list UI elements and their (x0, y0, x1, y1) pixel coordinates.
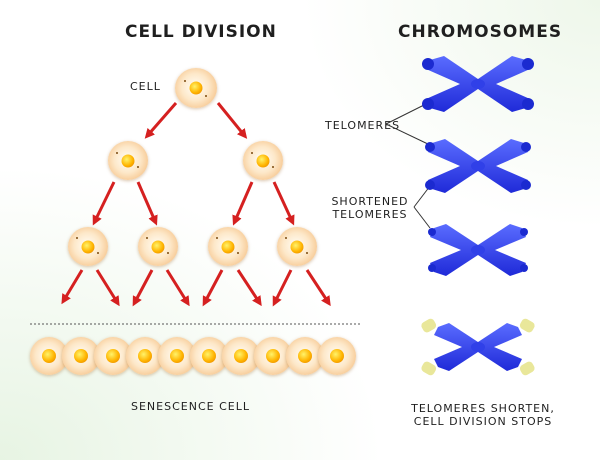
shortened-telomeres-label: Shortened Telomeres (325, 195, 415, 221)
daughter-cell-right (243, 141, 283, 180)
telomere-leader-lines (385, 101, 431, 229)
chromosome-shortened (428, 224, 528, 276)
senescence-cell (94, 337, 132, 375)
senescence-cell (318, 337, 356, 375)
cell-division-title: Cell Division (125, 22, 277, 42)
senescence-cell (62, 337, 100, 375)
division-arrow (61, 269, 84, 305)
division-arrow (144, 102, 178, 139)
chromosome-critical (421, 318, 535, 376)
shortened-label-line1: Shortened (331, 195, 409, 208)
division-arrow (165, 269, 190, 307)
division-arrow (132, 269, 154, 307)
granddaughter-cell (138, 227, 178, 266)
parent-cell (175, 68, 217, 108)
chromosome-normal (422, 56, 534, 112)
division-arrow (272, 269, 293, 307)
division-arrow (92, 181, 116, 226)
chromosomes-title: Chromosomes (398, 22, 563, 42)
division-arrow (95, 269, 120, 307)
senescence-cell (286, 337, 324, 375)
division-arrow (202, 269, 224, 307)
senescence-cell (158, 337, 196, 375)
cell-label: Cell (130, 80, 161, 93)
senescence-cell (30, 337, 68, 375)
senescence-cell (222, 337, 260, 375)
senescence-cell (190, 337, 228, 375)
chromosome-shortening (425, 139, 531, 193)
division-arrows (61, 102, 331, 307)
telomere-caption: Telomeres shorten, cell division stops (398, 402, 568, 428)
daughter-cell-left (108, 141, 148, 180)
division-arrow (136, 181, 158, 226)
granddaughter-cell (68, 227, 108, 266)
division-arrow (216, 102, 248, 139)
division-arrow (236, 269, 262, 307)
caption-line2: cell division stops (413, 415, 553, 428)
caption-line1: Telomeres shorten, (411, 402, 555, 415)
senescence-label: Senescence Cell (131, 400, 250, 413)
telomeres-label: Telomeres (325, 119, 401, 132)
senescence-cell (254, 337, 292, 375)
granddaughter-cell (208, 227, 248, 266)
division-arrow (232, 181, 254, 226)
granddaughter-cell (277, 227, 317, 266)
shortened-label-line2: Telomeres (332, 208, 408, 221)
division-arrow (305, 269, 331, 307)
senescence-cell (126, 337, 164, 375)
division-arrow (272, 181, 295, 226)
